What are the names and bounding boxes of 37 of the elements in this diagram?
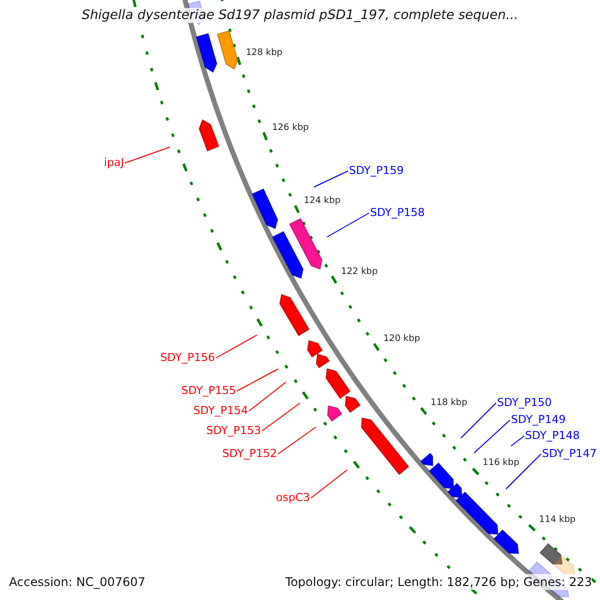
leader-line [248,382,286,412]
tick-label: 128 kbp [246,48,283,59]
gene-label: SDY_P147 [542,446,597,460]
tick-label: 126 kbp [272,123,309,134]
tick-label: 124 kbp [304,196,341,208]
leader-line [314,170,348,188]
leader-line [236,368,278,392]
leader-line [124,146,170,164]
gene-label: ipaJ [104,156,124,168]
tick-label: 122 kbp [341,266,378,278]
leader-line [474,420,510,454]
tick-label: 116 kbp [482,458,520,470]
leader-line [278,426,316,454]
tick-label: 120 kbp [383,334,420,346]
leader-line [460,402,496,438]
gene-label: SDY_P155 [181,384,236,396]
leader-line [216,334,258,358]
sequence-info-text: Topology: circular; Length: 182,726 bp; Genes: 223 [285,574,592,590]
gene-label: ospC3 [276,490,310,504]
gene-label: SDY_P149 [511,412,566,426]
title: Shigella dysenteriae Sd197 plasmid pSD1_197, complete sequen... [82,8,518,23]
gene-label: SDY_P158 [370,206,425,218]
leader-line [506,454,542,490]
gene-label: SDY_P152 [222,446,277,460]
tick-label: 118 kbp [430,398,468,410]
leader-line [510,436,524,446]
gene-label: SDY_P154 [193,404,248,416]
gene-label: SDY_P150 [497,396,552,408]
tick-label: 114 kbp [538,514,576,526]
gene-label: SDY_P153 [206,424,261,436]
leader-line [326,212,370,238]
leader-line [262,402,300,432]
gene-label: SDY_P156 [160,350,215,364]
gene-label: SDY_P159 [349,164,404,176]
accession-text: Accession: NC_007607 [9,574,146,590]
gene-label: SDY_P148 [525,428,580,442]
leader-line [310,470,348,498]
